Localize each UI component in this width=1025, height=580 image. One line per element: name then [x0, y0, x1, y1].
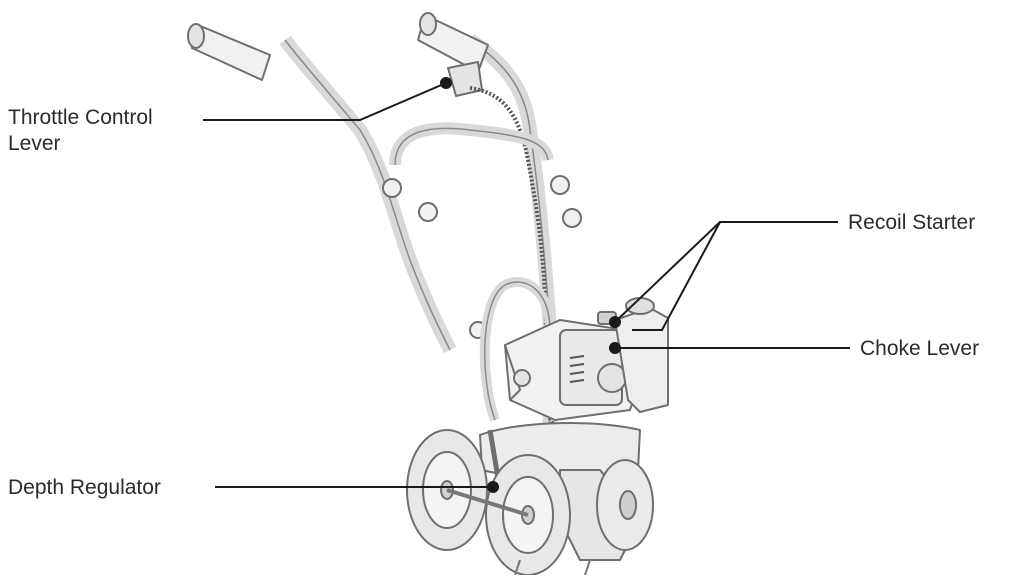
left-handlebar — [279, 35, 457, 354]
adjust-knob — [382, 178, 402, 198]
recoil-starter-label: Recoil Starter — [848, 211, 976, 234]
depth-regulator-label: Depth Regulator — [8, 476, 161, 499]
throttle-leader-dot — [440, 77, 452, 89]
depth-leader-dot — [487, 481, 499, 493]
recoil-leader — [632, 221, 838, 331]
fuel-cap — [625, 297, 655, 315]
throttle-label-line2: Lever — [8, 132, 61, 155]
starter-housing — [597, 363, 627, 393]
engine-side — [504, 344, 521, 401]
throttle-leader — [203, 82, 447, 121]
leader-lines — [203, 77, 850, 493]
choke-lever-label: Choke Lever — [860, 337, 980, 360]
adjust-knob — [550, 175, 570, 195]
throttle-label-line1: Throttle Control — [8, 106, 153, 129]
recoil-leader-seg — [614, 221, 721, 323]
handle-crossbar — [389, 122, 554, 166]
throttle-lever — [447, 61, 483, 97]
adjust-knob — [418, 202, 438, 222]
axle — [446, 488, 529, 517]
choke-leader-dot — [609, 342, 621, 354]
tiller-machine — [187, 12, 669, 576]
adjust-knob — [562, 208, 582, 228]
throttle-control-lever-label: Throttle Control Lever — [8, 105, 153, 157]
recoil-leader-dot — [609, 316, 621, 328]
engine-vents — [569, 355, 585, 383]
